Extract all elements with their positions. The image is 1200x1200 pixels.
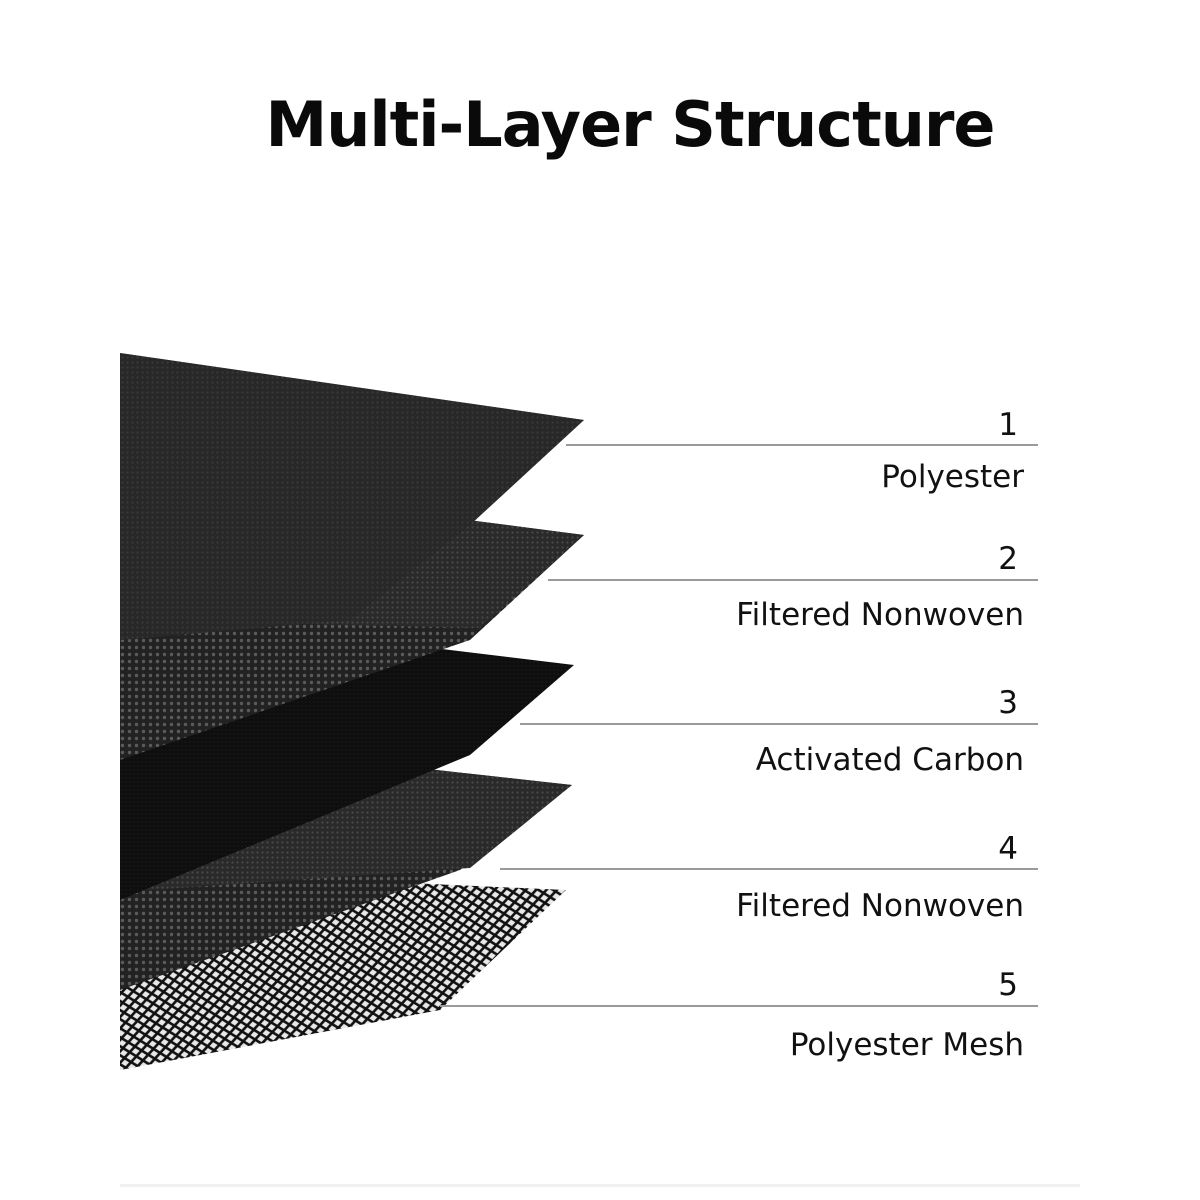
layer-5-number: 5 xyxy=(998,967,1018,1003)
layer-2-name: Filtered Nonwoven xyxy=(736,597,1024,633)
layer-4-leader-line xyxy=(500,868,1038,870)
layer-2-number: 2 xyxy=(998,541,1018,577)
layer-4-name: Filtered Nonwoven xyxy=(736,888,1024,924)
layer-2-leader-line xyxy=(548,579,1038,581)
layer-3-name: Activated Carbon xyxy=(755,742,1024,778)
layer-1-polyester-texture xyxy=(120,353,584,640)
layer-1-name: Polyester xyxy=(881,459,1024,495)
layer-1-leader-line xyxy=(566,444,1038,446)
layer-5-leader-line xyxy=(440,1005,1038,1007)
layer-1-number: 1 xyxy=(998,407,1018,443)
diagram-title: Multi-Layer Structure xyxy=(265,88,996,161)
layer-5-name: Polyester Mesh xyxy=(789,1027,1024,1063)
layer-3-number: 3 xyxy=(998,685,1018,721)
layer-3-leader-line xyxy=(520,723,1038,725)
layer-4-number: 4 xyxy=(998,831,1018,867)
bottom-divider xyxy=(120,1184,1080,1187)
